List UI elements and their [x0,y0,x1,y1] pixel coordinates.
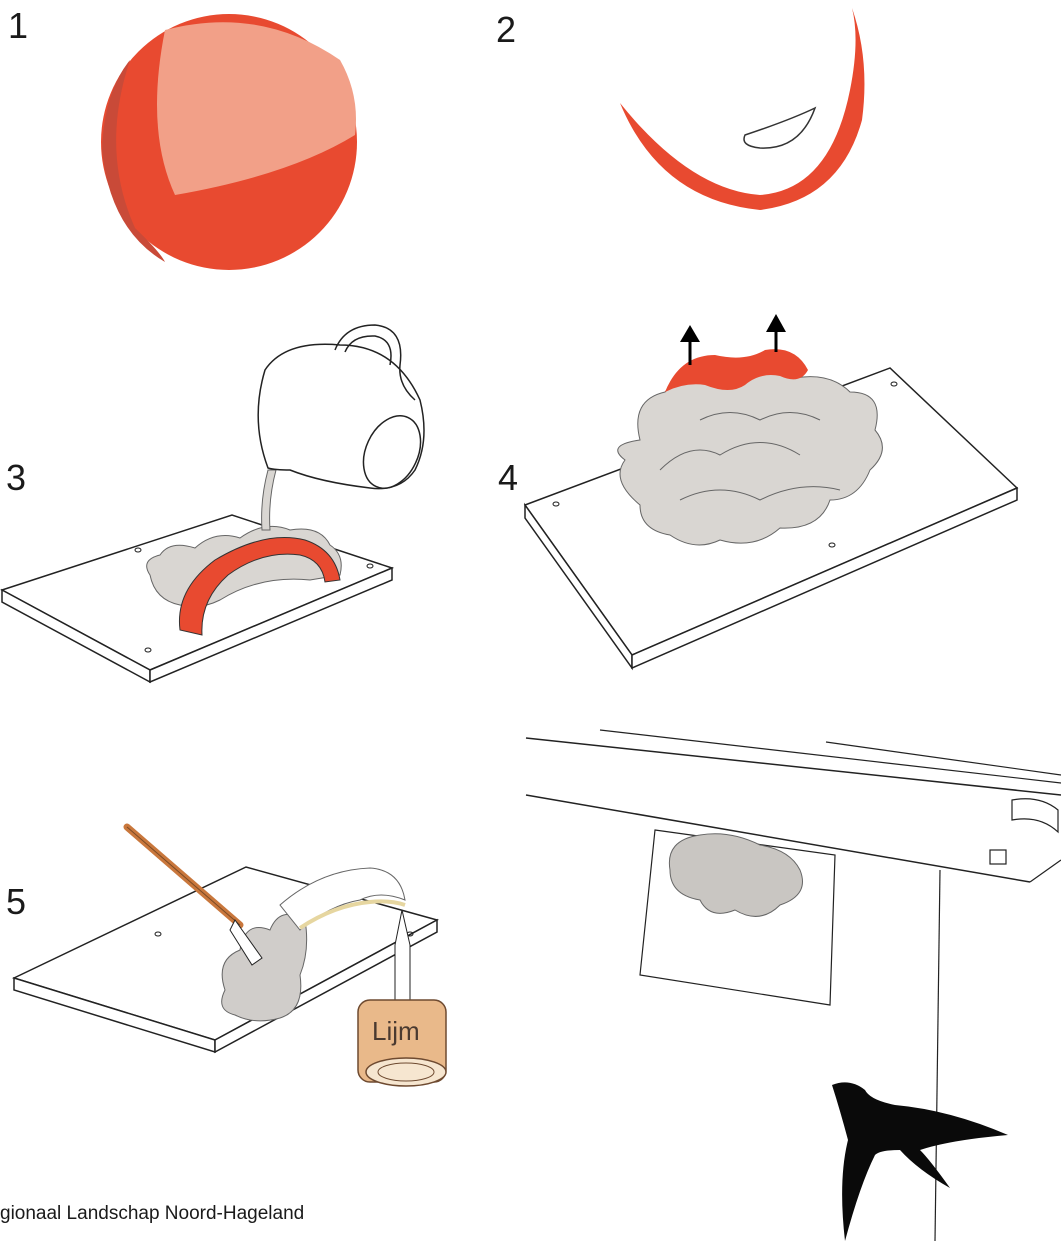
clay-half-shell-icon [620,8,864,210]
swift-bird-icon [832,1082,1008,1241]
mounted-nest-scene [526,730,1061,1241]
remove-mould-scene [525,349,1017,668]
clay-ball-icon [101,14,357,270]
jug-icon [258,325,431,497]
credit-text: gionaal Landschap Noord-Hageland [0,1204,304,1223]
pouring-plaster-scene [2,470,392,682]
glue-label: Lijm [372,1016,420,1046]
